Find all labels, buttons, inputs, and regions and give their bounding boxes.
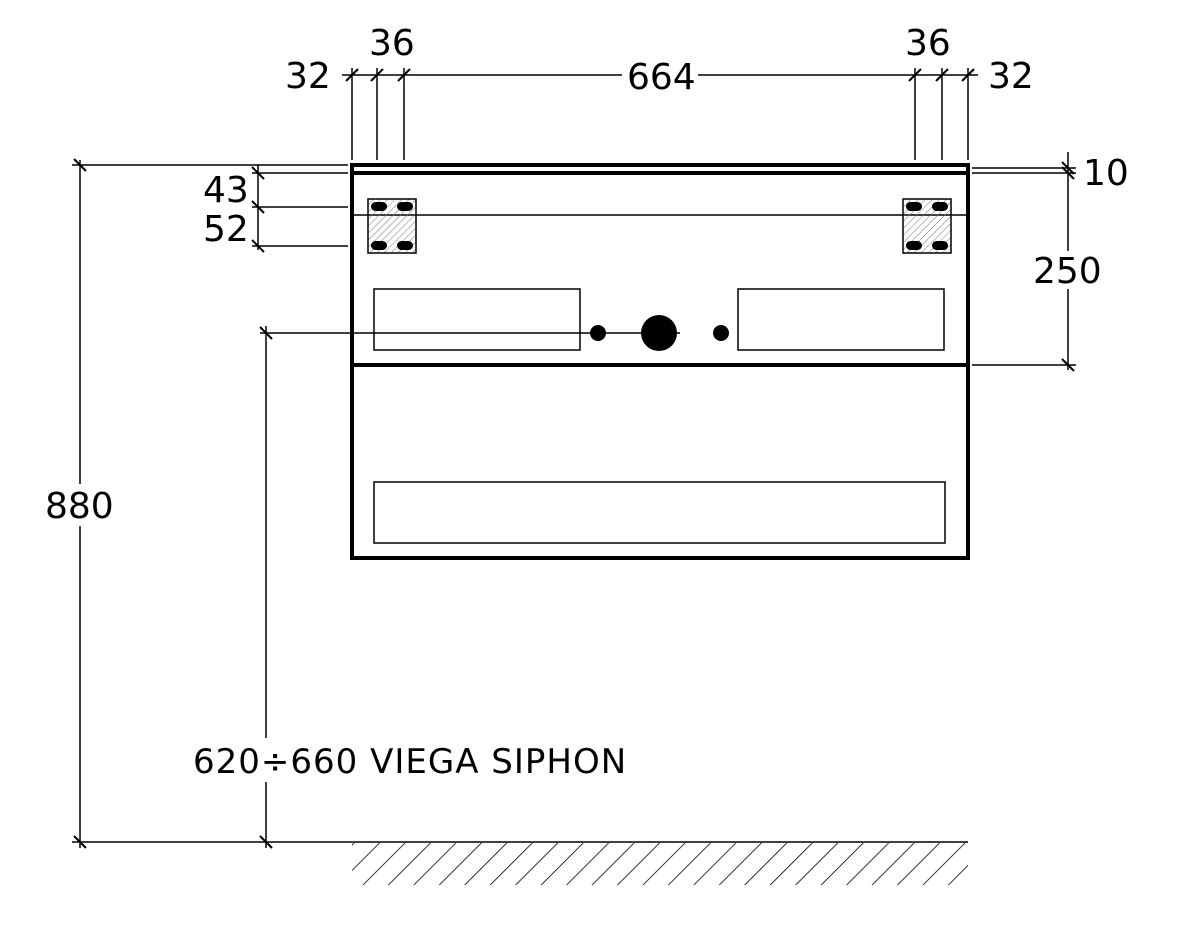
- cabinet-outline: [350, 163, 970, 560]
- dim-right-10: 10: [1083, 153, 1129, 194]
- right-fixing-hole: [713, 325, 729, 341]
- lower-drawer-handle: [373, 481, 946, 544]
- dim-total-height: 880: [45, 486, 114, 527]
- dim-left-43: 43: [203, 170, 249, 211]
- siphon-note-mask: [190, 738, 642, 782]
- floor-hatch: [352, 843, 968, 885]
- top-span-label-mask: [622, 56, 698, 94]
- left-bracket-dimension-lines: [251, 165, 348, 253]
- dim-top-span: 664: [627, 57, 696, 98]
- cabinet: [350, 163, 970, 560]
- upper-right-handle: [737, 288, 945, 351]
- right-250-label-mask: [1032, 251, 1106, 289]
- floor: [348, 841, 968, 885]
- right-mounting-bracket: [902, 198, 952, 254]
- dim-top-left-inner: 36: [369, 23, 415, 64]
- siphon-note: 620÷660 VIEGA SIPHON: [193, 742, 627, 782]
- dim-right-250: 250: [1033, 251, 1102, 292]
- dim-top-right-edge: 32: [988, 56, 1034, 97]
- upper-left-handle: [373, 288, 581, 351]
- top-dimension-lines: [342, 68, 978, 160]
- left-mounting-bracket: [367, 198, 417, 254]
- dim-top-left-edge: 32: [285, 56, 331, 97]
- total-height-label-mask: [44, 484, 118, 526]
- dim-top-right-inner: 36: [905, 23, 951, 64]
- dim-left-52: 52: [203, 209, 249, 250]
